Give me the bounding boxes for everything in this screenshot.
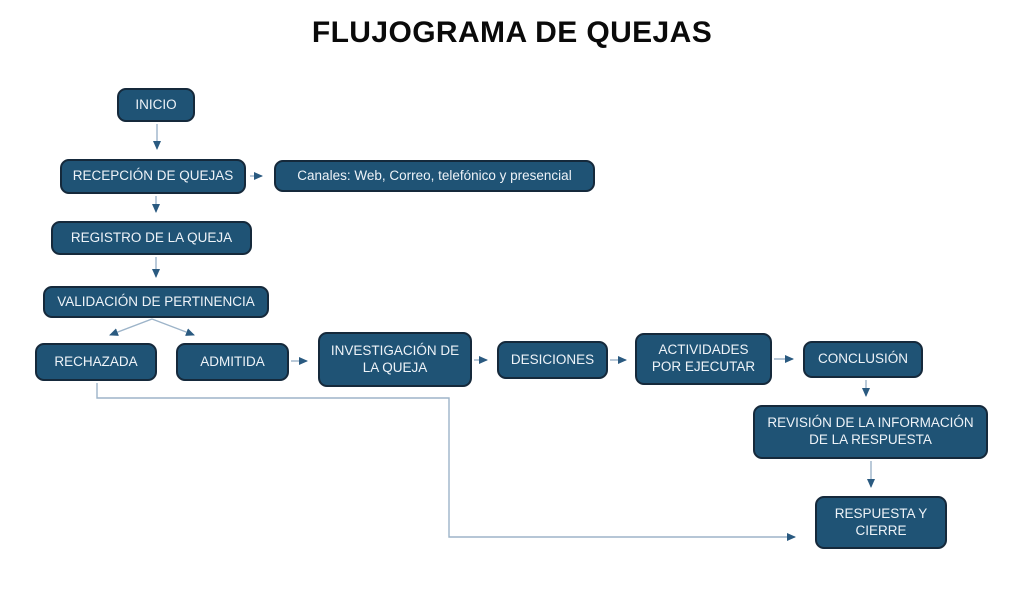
- node-respuesta-y-cierre: RESPUESTA Y CIERRE: [815, 496, 947, 549]
- node-revision-de-la-informacion: REVISIÓN DE LA INFORMACIÓN DE LA RESPUES…: [753, 405, 988, 459]
- node-investigacion-de-la-queja: INVESTIGACIÓN DE LA QUEJA: [318, 332, 472, 387]
- node-recepcion-de-quejas: RECEPCIÓN DE QUEJAS: [60, 159, 246, 194]
- edge-validacion-admitida: [151, 318, 195, 336]
- node-canales: Canales: Web, Correo, telefónico y prese…: [274, 160, 595, 192]
- node-registro-de-la-queja: REGISTRO DE LA QUEJA: [51, 221, 252, 255]
- node-admitida: ADMITIDA: [176, 343, 289, 381]
- node-conclusion: CONCLUSIÓN: [803, 341, 923, 378]
- node-validacion-de-pertinencia: VALIDACIÓN DE PERTINENCIA: [43, 286, 269, 318]
- node-rechazada: RECHAZADA: [35, 343, 157, 381]
- node-desiciones: DESICIONES: [497, 341, 608, 379]
- edge-validacion-rechazada: [109, 318, 153, 336]
- edge-rechazada-respuesta: [96, 383, 796, 541]
- node-inicio: INICIO: [117, 88, 195, 122]
- page-title: FLUJOGRAMA DE QUEJAS: [311, 16, 713, 49]
- node-actividades-por-ejecutar: ACTIVIDADES POR EJECUTAR: [635, 333, 772, 385]
